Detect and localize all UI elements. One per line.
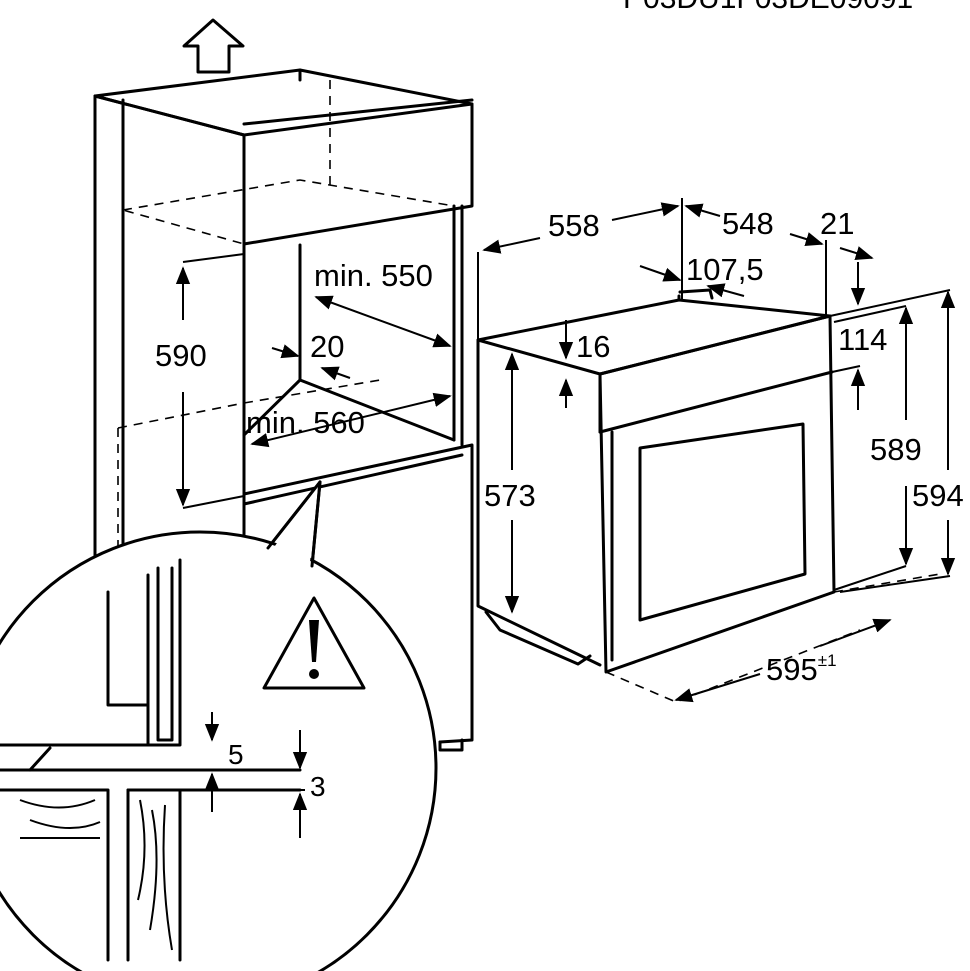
oven-width-label: 595±1 [766, 651, 837, 687]
oven-panel-height-label: 114 [838, 322, 887, 357]
niche-depth-label: min. 550 [314, 258, 433, 293]
oven-body-depth-label: 558 [548, 208, 600, 243]
oven-front-thickness-label: 21 [820, 206, 854, 241]
oven-front-height-label: 589 [870, 432, 922, 467]
detail-gap-bottom-label: 3 [310, 771, 326, 802]
detail-callout [0, 480, 438, 971]
niche-dimensions [175, 253, 452, 509]
oven-vent-depth-label: 107,5 [686, 252, 764, 287]
oven-top-offset-label: 16 [576, 329, 610, 364]
oven-body-height-label: 573 [484, 478, 536, 513]
detail-gap-top-label: 5 [228, 739, 244, 770]
oven-top-depth-label: 548 [722, 206, 774, 241]
niche-rear-gap-label: 20 [310, 329, 344, 364]
oven-total-height-label: 594 [912, 478, 964, 513]
model-code: P03DU1F03DE09091 [623, 0, 913, 15]
warning-triangle-icon [262, 596, 366, 690]
arrow-up-outline-icon [182, 18, 245, 74]
niche-height-label: 590 [155, 338, 207, 373]
niche-width-label: min. 560 [246, 405, 365, 440]
oven-dimensions [477, 198, 956, 703]
